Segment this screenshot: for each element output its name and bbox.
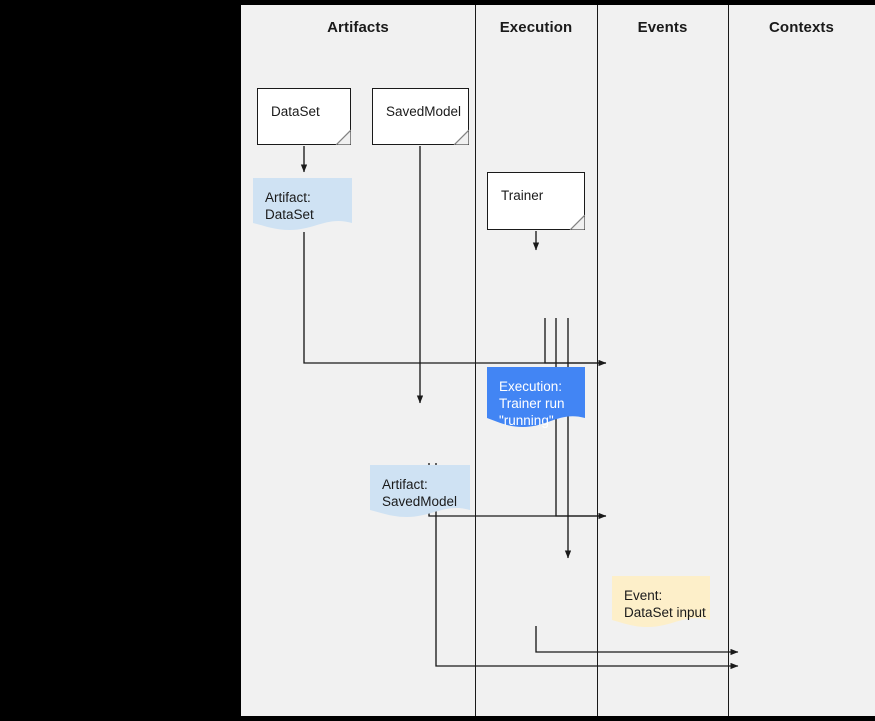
folded-corner-icon: [332, 126, 351, 145]
node-execution-running-label: Execution: Trainer run "running": [499, 379, 565, 428]
node-type-dataset-label: DataSet: [271, 104, 320, 119]
node-type-savedmodel-label: SavedModel: [386, 104, 462, 119]
wavy-doc-shape: [253, 178, 352, 230]
column-divider-execution-events: [597, 5, 598, 716]
folded-corner-icon: [566, 211, 585, 230]
node-execution-running[interactable]: Execution: Trainer run "running": [487, 367, 585, 431]
column-header-contexts: Contexts: [769, 19, 834, 36]
node-artifact-dataset-label: Artifact: DataSet: [265, 190, 314, 222]
wavy-doc-shape: [487, 367, 585, 427]
node-type-dataset[interactable]: DataSet: [257, 88, 351, 145]
node-event-dataset-input[interactable]: Event: DataSet input: [612, 576, 710, 631]
column-divider-artifacts-execution: [475, 5, 476, 716]
node-type-trainer[interactable]: Trainer: [487, 172, 585, 230]
node-artifact-savedmodel[interactable]: Artifact: SavedModel: [370, 465, 470, 521]
node-event-dataset-input-label: Event: DataSet input: [624, 588, 706, 620]
folded-corner-icon: [450, 126, 469, 145]
column-divider-events-contexts: [728, 5, 729, 716]
wavy-doc-shape: [612, 576, 710, 627]
node-type-savedmodel[interactable]: SavedModel: [372, 88, 469, 145]
column-header-events: Events: [637, 19, 688, 36]
node-artifact-dataset[interactable]: Artifact: DataSet: [253, 178, 352, 234]
column-header-artifacts: Artifacts: [327, 19, 389, 36]
node-type-trainer-label: Trainer: [501, 188, 544, 203]
wavy-doc-shape: [370, 465, 470, 517]
node-artifact-savedmodel-label: Artifact: SavedModel: [382, 477, 458, 509]
column-header-execution: Execution: [499, 19, 573, 36]
